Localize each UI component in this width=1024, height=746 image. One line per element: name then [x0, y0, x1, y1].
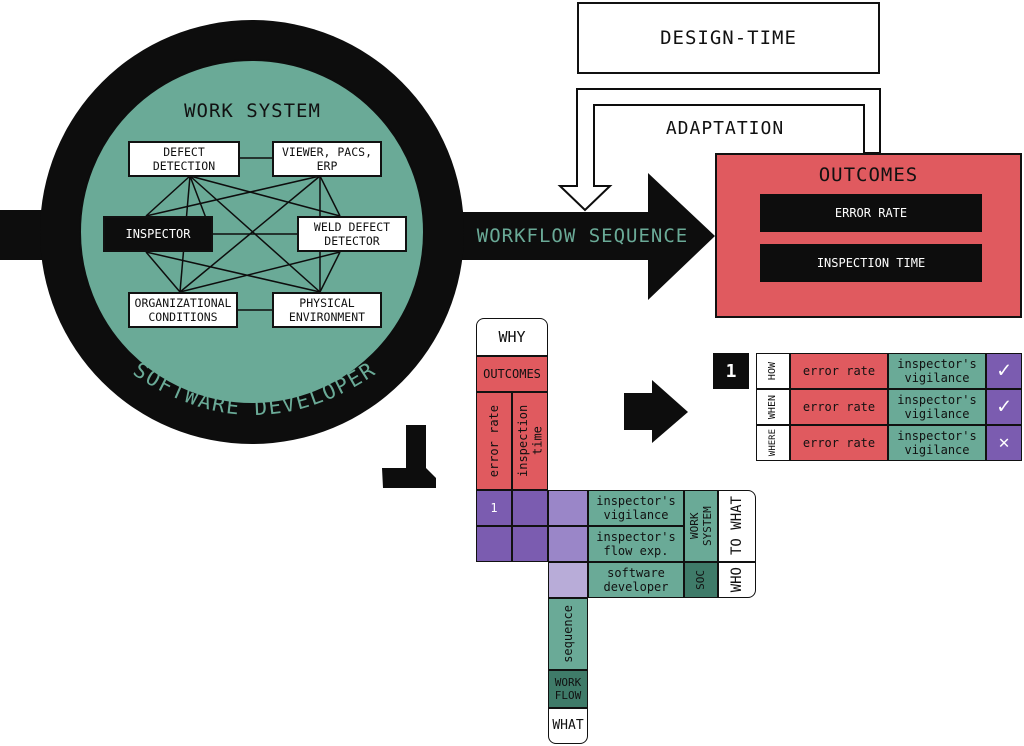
check-icon: ✓	[986, 353, 1022, 389]
outcomes-box: OUTCOMES ERROR RATE INSPECTION TIME	[715, 153, 1022, 318]
result-row-metric: error rate	[790, 389, 888, 425]
right-arrow	[624, 380, 688, 443]
matrix-cell-1: 1	[476, 490, 512, 526]
matrix-inspection-time: inspection time	[512, 392, 548, 490]
design-time-box: DESIGN-TIME	[577, 2, 880, 74]
matrix-workflow: WORK FLOW	[548, 670, 588, 708]
matrix-cell-r1c3	[548, 490, 588, 526]
node-physical-environment: PHYSICAL ENVIRONMENT	[272, 292, 382, 328]
matrix-cell-r2c2	[512, 526, 548, 562]
adaptation-loop	[557, 88, 881, 212]
matrix-inspectors-flow: inspector's flow exp.	[588, 526, 684, 562]
matrix-cell-r3c3	[548, 562, 588, 598]
result-row-label-where: WHERE	[756, 425, 790, 461]
design-time-label: DESIGN-TIME	[660, 27, 797, 49]
down-right-arrow	[382, 425, 436, 488]
outcomes-title: OUTCOMES	[818, 164, 919, 186]
workflow-arrow	[440, 173, 715, 300]
node-defect-detection: DEFECT DETECTION	[128, 141, 240, 177]
matrix-cell-r1c2	[512, 490, 548, 526]
outcome-error-rate: ERROR RATE	[760, 194, 982, 232]
matrix-to-what: TO WHAT	[718, 490, 756, 562]
matrix-cell-r2c3	[548, 526, 588, 562]
matrix-error-rate: error rate	[476, 392, 512, 490]
matrix-why: WHY	[476, 318, 548, 356]
result-row-label-when: WHEN	[756, 389, 790, 425]
result-row-metric: error rate	[790, 353, 888, 389]
matrix-work-system: WORK SYSTEM	[684, 490, 718, 562]
node-organizational-conditions: ORGANIZATIONAL CONDITIONS	[128, 292, 238, 328]
result-row-label-how: HOW	[756, 353, 790, 389]
adaptation-label: ADAPTATION	[665, 117, 785, 139]
matrix-cell-r2c1	[476, 526, 512, 562]
result-row-factor: inspector's vigilance	[888, 389, 986, 425]
node-viewer-pacs-erp: VIEWER, PACS, ERP	[272, 141, 382, 177]
work-system-title: WORK SYSTEM	[184, 100, 321, 122]
result-row-factor: inspector's vigilance	[888, 425, 986, 461]
workflow-sequence-label: WORKFLOW SEQUENCE	[476, 225, 689, 247]
result-row-metric: error rate	[790, 425, 888, 461]
matrix-what: WHAT	[548, 708, 588, 744]
matrix-software-developer: software developer	[588, 562, 684, 598]
outcome-inspection-time: INSPECTION TIME	[760, 244, 982, 282]
result-number: 1	[713, 353, 749, 389]
node-weld-defect-detector: WELD DEFECT DETECTOR	[297, 216, 407, 252]
matrix-sequence: sequence	[548, 598, 588, 670]
node-inspector: INSPECTOR	[103, 216, 213, 252]
matrix-outcomes: OUTCOMES	[476, 356, 548, 392]
matrix-soc: SOC	[684, 562, 718, 598]
matrix-inspectors-vigilance: inspector's vigilance	[588, 490, 684, 526]
cross-icon: ✕	[986, 425, 1022, 461]
result-row-factor: inspector's vigilance	[888, 353, 986, 389]
check-icon: ✓	[986, 389, 1022, 425]
matrix-who: WHO	[718, 562, 756, 598]
